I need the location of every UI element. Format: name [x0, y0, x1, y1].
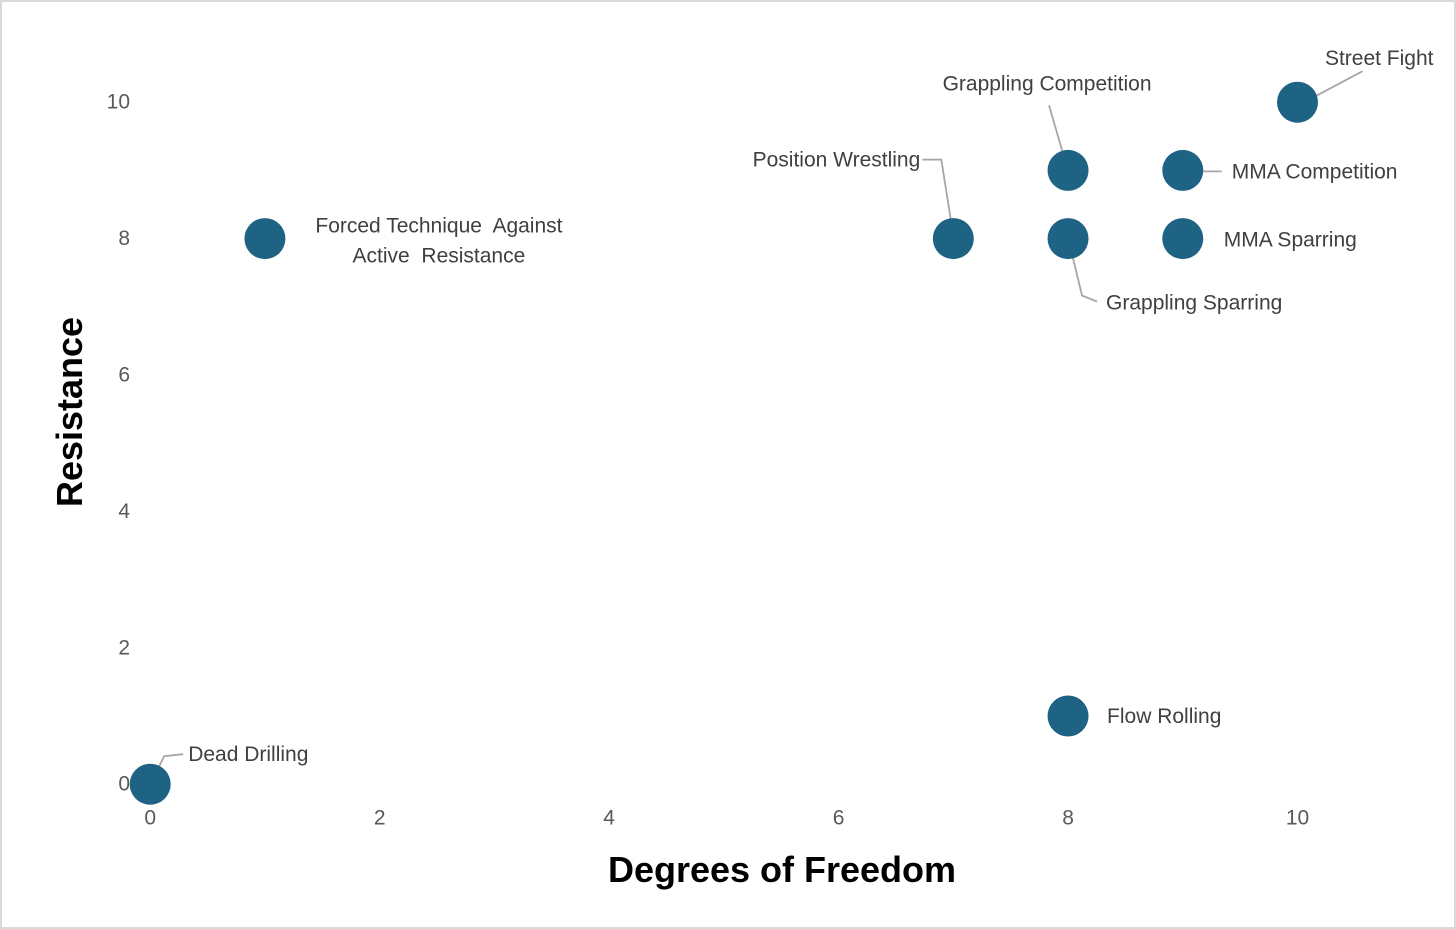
data-point	[1047, 218, 1089, 260]
data-point-label-line: Forced Technique Against	[315, 214, 562, 237]
data-point-label: Dead Drilling	[188, 743, 308, 766]
data-point	[932, 218, 974, 260]
data-point-label: MMA Competition	[1232, 160, 1398, 183]
data-point-label-line: Position Wrestling	[753, 148, 921, 171]
data-point-label-line: Flow Rolling	[1107, 705, 1221, 728]
x-tick-label: 6	[833, 807, 845, 830]
x-tick-label: 10	[1286, 807, 1309, 830]
data-point-label-line: Street Fight	[1325, 47, 1434, 70]
x-tick-label: 0	[144, 807, 156, 830]
y-tick-label: 8	[118, 227, 130, 250]
x-axis-title: Degrees of Freedom	[607, 849, 957, 890]
y-tick-label: 2	[118, 636, 130, 659]
data-point	[129, 763, 171, 805]
data-point-label-line: Grappling Sparring	[1106, 291, 1282, 314]
leader-line	[922, 158, 955, 236]
data-point-label: Position Wrestling	[753, 148, 921, 171]
y-tick-label: 10	[107, 91, 130, 114]
data-point-label: MMA Sparring	[1224, 228, 1357, 251]
y-tick-label: 0	[118, 773, 130, 796]
data-point-label: Flow Rolling	[1107, 705, 1221, 728]
data-point	[244, 218, 286, 260]
data-point-label-line: MMA Sparring	[1224, 228, 1357, 251]
data-point-label-line: Dead Drilling	[188, 743, 308, 766]
y-tick-label: 4	[118, 500, 130, 523]
data-point-label-line: Grappling Competition	[943, 72, 1152, 95]
data-point-label: Street Fight	[1325, 47, 1434, 70]
data-point-label: Grappling Competition	[943, 72, 1152, 95]
x-tick-label: 8	[1062, 807, 1074, 830]
leader-line	[1068, 241, 1098, 303]
data-point	[1277, 81, 1318, 123]
y-axis-title: Resistance	[49, 316, 90, 508]
data-point-label: Grappling Sparring	[1106, 291, 1282, 314]
data-point-label-line: MMA Competition	[1232, 160, 1398, 183]
y-tick-label: 6	[118, 364, 130, 387]
data-point-label-line: Active Resistance	[353, 244, 526, 267]
data-point	[1162, 149, 1204, 191]
x-tick-label: 4	[603, 807, 615, 830]
data-point	[1162, 218, 1204, 260]
data-point	[1047, 149, 1089, 191]
x-tick-label: 2	[374, 807, 386, 830]
data-point	[1047, 695, 1089, 737]
